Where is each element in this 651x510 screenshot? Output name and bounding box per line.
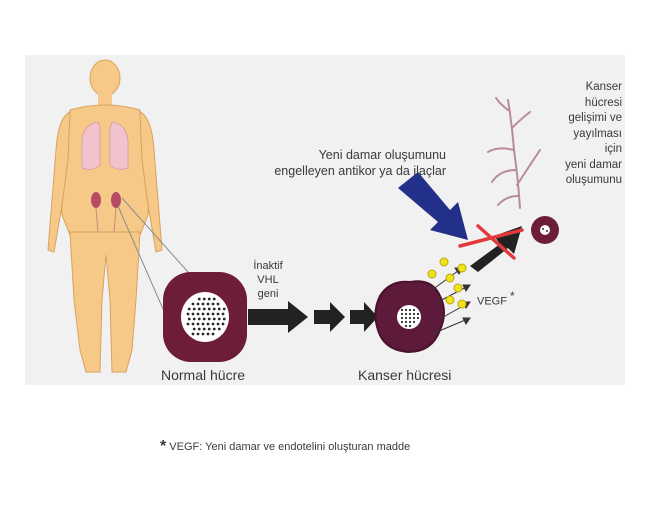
arrow-vhl <box>248 301 308 333</box>
vessel-line-6: yeni damar <box>565 158 622 171</box>
arrow-to-vessel <box>470 226 522 272</box>
nucleus-dots <box>186 297 226 336</box>
antibody-drugs-line-2: engelleyen antikor ya da ilaçlar <box>274 164 446 178</box>
arrow-step-2 <box>314 302 345 332</box>
inactive-vhl-label: İnaktif VHL geni <box>243 259 293 301</box>
antibody-drugs-label: Yeni damar oluşumunu engelleyen antikor … <box>220 147 446 179</box>
zoom-line-top <box>121 197 189 273</box>
vegf-molecules <box>427 257 467 309</box>
normal-cell <box>163 272 247 362</box>
blue-arrow <box>398 172 468 240</box>
vegf-text: VEGF <box>477 295 507 308</box>
inactive-vhl-line-1: İnaktif <box>253 260 283 272</box>
footnote-text: VEGF: Yeni damar ve endotelini oluşturan… <box>169 441 411 453</box>
kidney-right <box>111 192 121 208</box>
vessel-line-1: Kanser <box>585 81 622 93</box>
vessel-line-3: gelişimi ve <box>568 112 622 124</box>
vessel-line-4: yayılması <box>573 127 622 140</box>
kidney-left <box>91 192 101 208</box>
vessel-line-2: hücresi <box>584 96 622 109</box>
vessel-formation-label: Kanser hücresi gelişimi ve yayılması içi… <box>534 80 622 189</box>
blood-vessel-tree <box>487 97 541 209</box>
inactive-vhl-line-3: geni <box>257 288 279 300</box>
cancer-cell <box>374 280 445 354</box>
vessel-line-7: oluşumunu <box>565 174 622 186</box>
vegf-label: VEGF * <box>477 289 515 308</box>
cancer-cell-label: Kanser hücresi <box>358 367 452 383</box>
arrow-step-3 <box>350 302 378 332</box>
vessel-line-5: için <box>604 143 622 155</box>
lungs <box>81 121 101 170</box>
normal-cell-label: Normal hücre <box>161 367 246 383</box>
human-body <box>47 59 163 373</box>
footnote-star: * <box>160 438 167 455</box>
inactive-vhl-line-2: VHL <box>257 274 279 286</box>
block-cross <box>458 224 524 260</box>
zoom-line-bottom <box>117 205 171 326</box>
footnote: * VEGF: Yeni damar ve endotelini oluştur… <box>160 438 411 459</box>
antibody-drugs-line-1: Yeni damar oluşumunu <box>318 148 446 162</box>
small-cancer-cell <box>531 216 559 244</box>
vegf-asterisk: * <box>510 289 515 303</box>
nucleus-dots <box>400 308 420 328</box>
